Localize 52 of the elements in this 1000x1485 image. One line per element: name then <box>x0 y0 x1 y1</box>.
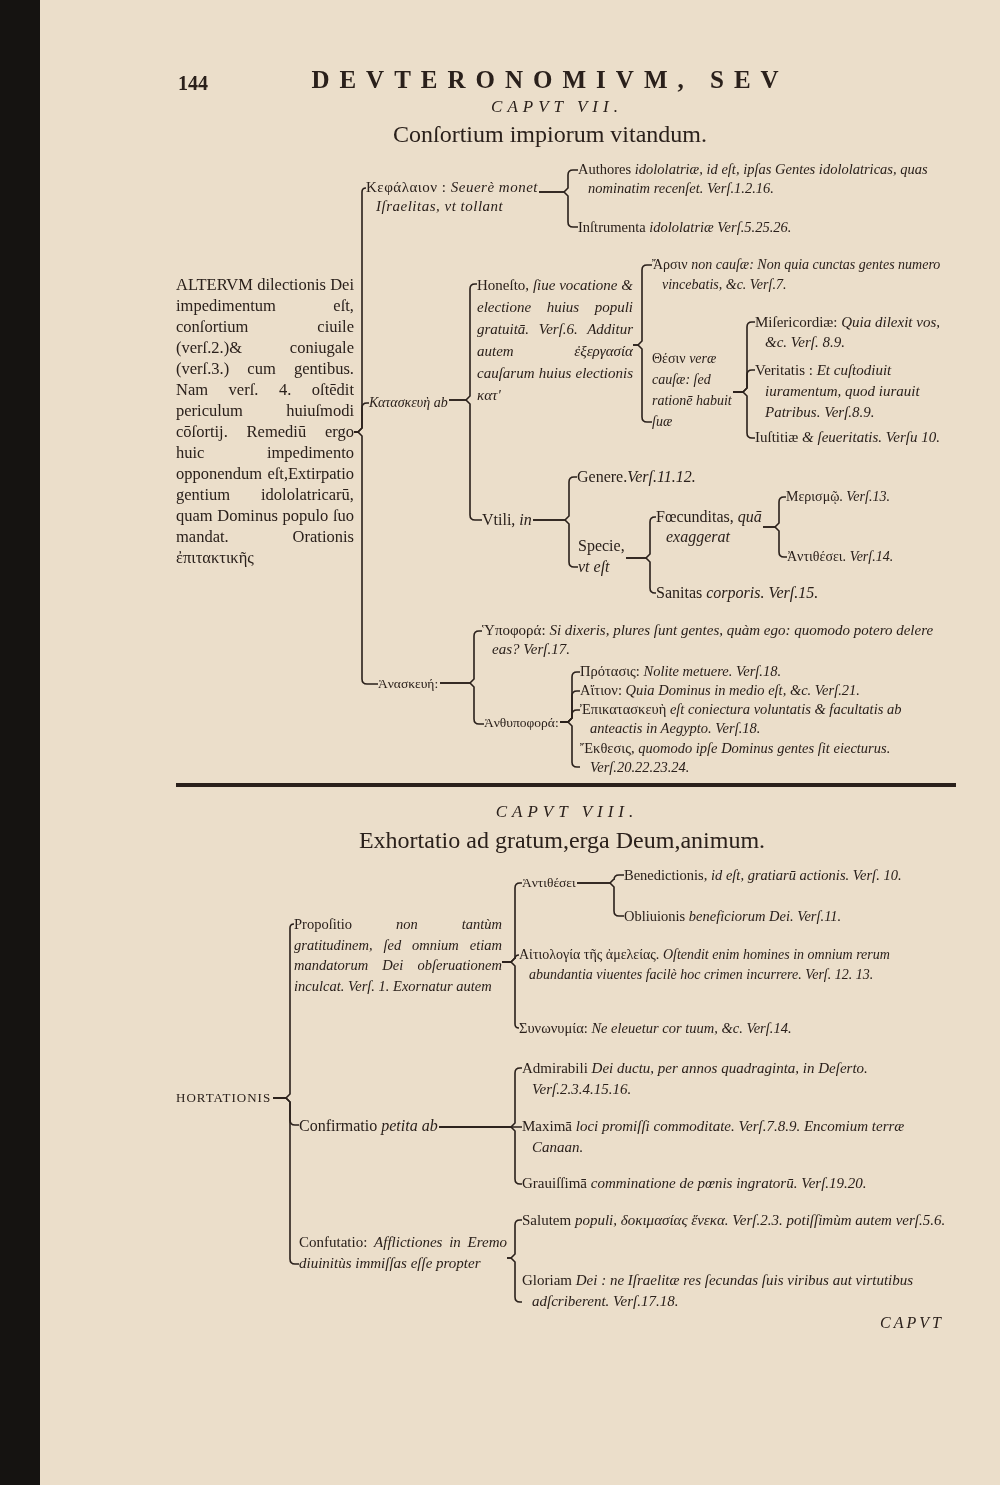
outline-entry: Ἀντιθέσει. Verſ.14. <box>787 547 895 567</box>
chapter-title: Exhortatio ad gratum,erga Deum,animum. <box>358 826 766 854</box>
outline-entry: Obliuionis beneficiorum Dei. Verſ.11. <box>624 906 843 926</box>
outline-entry: Maximā loci promiſſi commoditate. Verſ.7.8.9. Encomium terræ Canaan. <box>522 1116 906 1158</box>
outline-entry: Κατασκευὴ ab <box>369 393 449 413</box>
outline-entry: Authores idololatriæ, id eſt, ipſas Gentes idololatricas, quas nominatim recenſet. Verſ.1.2.16. <box>578 160 929 198</box>
brace-connector <box>506 1257 523 1303</box>
outline-entry: Specie, vt eſt <box>578 535 626 577</box>
outline-entry: Miſericordiæ: Quia dilexit vos, &c. Verſ. 8.9. <box>755 312 941 352</box>
outline-heading: HORTATIONIS <box>176 1088 273 1108</box>
outline-entry: Genere.Verſ.11.12. <box>577 467 697 487</box>
outline-entry: Ἐπικατασκευὴ eſt coniectura voluntatis & facultatis ab anteactis in Aegypto. Verſ.18. <box>580 700 903 738</box>
outline-entry: Honeſto, ſiue vocatione & electione huius populi gratuitā. Verſ.6. Additur autem ἐξεργασία cauſarum huius electionis κατ' <box>477 274 633 406</box>
running-head: DEVTERONOMIVM, SEV <box>311 66 789 94</box>
brace-connector <box>438 1126 523 1185</box>
outline-entry: Αἰτιολογία τῆς ἀμελείας. Oſtendit enim homines in omnium rerum abundantia viuentes facilè hoc crimen incurrere. Verſ. 12. 13. <box>519 945 891 985</box>
outline-entry: Θέσιν veræ cauſæ: ſed rationē habuit ſuæ <box>652 348 733 432</box>
outline-entry: Ἄρσιν non cauſæ: Non quia cunctas gentes numero vincebatis, &c. Verſ.7. <box>652 255 942 295</box>
brace-connector <box>559 721 581 768</box>
outline-entry: Πρότασις: Nolite metuere. Verſ.18. <box>580 662 783 681</box>
outline-entry: Ὑποφορά: Si dixeris, plures ſunt gentes, quàm ego: quomodo potero delere eas? Verſ.17. <box>482 621 935 659</box>
outline-entry: Ἀνασκευή: <box>378 674 440 694</box>
summary-paragraph: ALTERVM dilectionis Dei impedimentum eſt, conſortium ciuile (verſ.2.)& coniugale (verſ.3.) cum gentibus. Nam verſ. 4. oſtēdit periculum huiuſmodi cōſortij. Remediū ergo huic impedimento opponendum eſt,Extirpatio gentium idololatricarū, quam Dominus populo ſuo mandat. Orationis ἐπιτακτικῆς <box>176 274 354 568</box>
outline-entry: Iuſtitiæ & ſeueritatis. Verſu 10. <box>755 427 942 448</box>
brace-connector <box>625 557 657 594</box>
outline-entry: Fœcunditas, quā exaggerat <box>656 507 763 547</box>
brace-connector <box>501 961 520 1029</box>
outline-entry: Salutem populi, δοκιμασίας ἕνεκα. Verſ.2.3. potiſſimùm autem verſ.5.6. <box>522 1210 947 1231</box>
outline-entry: Confutatio: Afflictiones in Eremo diuinitùs immiſſas eſſe propter <box>299 1232 507 1274</box>
outline-entry: Ἀντιθέσει <box>522 873 577 893</box>
outline-entry: Sanitas corporis. Verſ.15. <box>656 583 820 603</box>
chapter-title: Conſortium impiorum vitandum. <box>393 120 707 148</box>
chapter-heading: CAPVT VII. <box>491 97 623 117</box>
outline-entry: Propoſitio non tantùm gratitudinem, ſed omnium etiam mandatorum Dei obſeruationem inculcat. Verſ. 1. Exornatur autem <box>294 914 502 996</box>
outline-entry: Admirabili Dei ductu, per annos quadraginta, in Deſerto. Verſ.2.3.4.15.16. <box>522 1058 869 1100</box>
outline-entry: Veritatis : Et cuſtodiuit iuramentum, quod iurauit Patribus. Verſ.8.9. <box>755 360 921 423</box>
outline-entry: Ἀνθυποφορά: <box>484 712 560 734</box>
outline-entry: Gloriam Dei : ne Iſraelitæ res ſecundas ſuis viribus aut virtutibus adſcriberent. Verſ.17.18. <box>522 1270 915 1312</box>
outline-entry: Αἴτιον: Quia Dominus in medio eſt, &c. Verſ.21. <box>580 681 861 700</box>
chapter-heading: CAPVT VIII. <box>495 802 639 822</box>
outline-entry: Confirmatio petita ab <box>299 1115 439 1137</box>
catchword: CAPVT <box>880 1314 944 1333</box>
outline-entry: Grauiſſimā comminatione de pœnis ingratorū. Verſ.19.20. <box>522 1173 868 1194</box>
outline-entry: Vtili, in <box>482 510 533 530</box>
outline-entry: Ἔκθεσις, quomodo ipſe Dominus gentes ſit eiecturus. Verſ.20.22.23.24. <box>580 739 892 777</box>
outline-entry: Κεφάλαιον : Seuerè monet Iſraelitas, vt tollant <box>366 178 539 216</box>
outline-entry: Benedictionis, id eſt, gratiarū actionis. Verſ. 10. <box>624 865 903 885</box>
page-number: 144 <box>178 72 208 95</box>
outline-entry: Μερισμῷ. Verſ.13. <box>786 487 891 507</box>
brace-connector <box>762 526 788 558</box>
outline-entry: Συνωνυμία: Ne eleuetur cor tuum, &c. Verſ.14. <box>519 1018 793 1038</box>
outline-entry: Inſtrumenta idololatriæ Verſ.5.25.26. <box>578 218 793 237</box>
